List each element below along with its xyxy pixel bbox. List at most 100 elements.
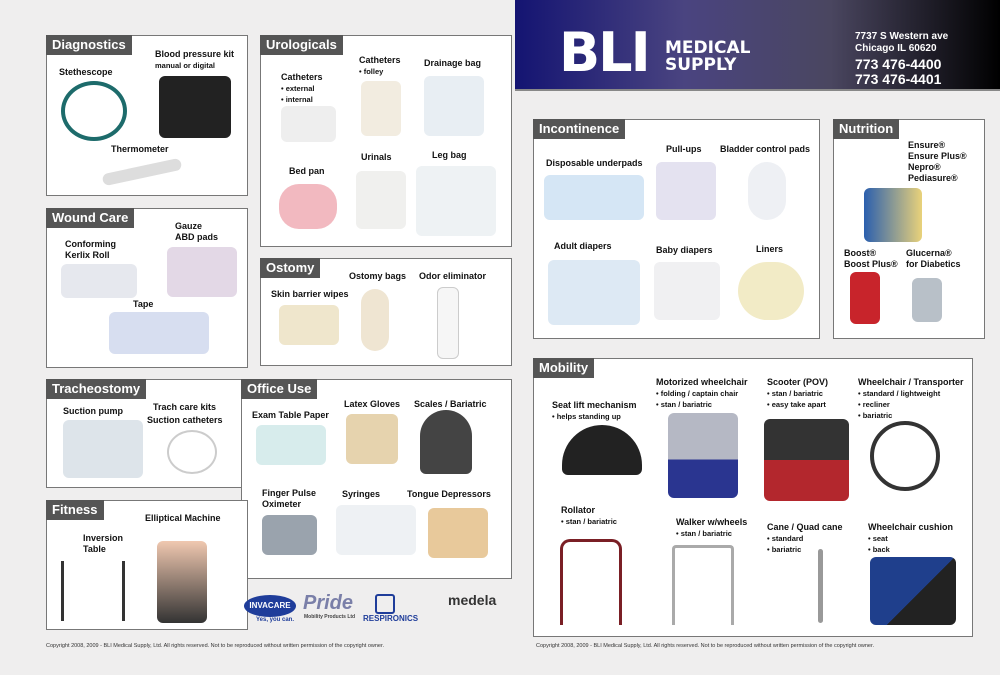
boost-image xyxy=(850,272,880,324)
inversion-table-image xyxy=(61,561,125,621)
gloves-image xyxy=(346,414,398,464)
brand-sub2: SUPPLY xyxy=(665,55,737,75)
item-bullet: • stan / bariatric xyxy=(676,529,732,538)
item-label: Stethescope xyxy=(59,67,113,77)
item-label: Walker w/wheels • stan / bariatric xyxy=(676,517,747,539)
walker-image xyxy=(672,545,734,625)
thermometer-image xyxy=(101,157,183,187)
folley-catheter-image xyxy=(361,81,401,136)
pride-logo: Pride xyxy=(303,592,354,614)
item-name: Rollator xyxy=(561,505,596,515)
bp-kit-image xyxy=(159,76,231,138)
suction-catheter-image xyxy=(167,430,217,474)
exam-paper-image xyxy=(256,425,326,465)
ostomy-panel: Ostomy Skin barrier wipes Ostomy bags Od… xyxy=(260,258,512,366)
tongue-depressors-image xyxy=(428,508,488,558)
liners-image xyxy=(738,262,804,320)
address-line1: 7737 S Western ave xyxy=(855,31,949,42)
seat-lift-image xyxy=(562,425,642,475)
item-sub: manual or digital xyxy=(155,61,216,70)
item-label: Wheelchair cushion• seat• back xyxy=(868,522,953,555)
item-label: Syringes xyxy=(342,489,381,499)
item-name: Blood pressure kit xyxy=(155,49,235,59)
drainage-bag-image xyxy=(424,76,484,136)
item-label: Leg bag xyxy=(432,150,467,160)
item-name: Scooter (POV) xyxy=(767,377,829,387)
diagnostics-panel: Diagnostics Stethescope Blood pressure k… xyxy=(46,35,248,196)
item-bullet: • stan / bariatric xyxy=(656,400,712,409)
item-name: Table xyxy=(83,544,106,554)
item-bullet: • easy take apart xyxy=(767,400,826,409)
item-label: Trach care kits xyxy=(153,402,217,412)
item-label: Suction pump xyxy=(63,406,123,416)
item-label: Boost®Boost Plus® xyxy=(844,248,898,270)
item-label: Thermometer xyxy=(111,144,169,154)
copyright-left: Copyright 2008, 2009 - BLI Medical Suppl… xyxy=(46,643,385,649)
item-bullet: • internal xyxy=(281,95,313,104)
leg-bag-image xyxy=(416,166,496,236)
item-label: Drainage bag xyxy=(424,58,482,68)
section-title: Diagnostics xyxy=(46,35,132,55)
item-label: Bed pan xyxy=(289,166,325,176)
item-name: Finger Pulse xyxy=(262,488,317,498)
phone2: 773 476-4401 xyxy=(855,71,942,87)
motorized-wheelchair-image xyxy=(668,413,738,498)
item-label: Odor eliminator xyxy=(419,271,487,281)
address-line2: Chicago IL 60620 xyxy=(855,43,937,54)
respironics-icon xyxy=(375,594,395,614)
item-name: Inversion xyxy=(83,533,124,543)
item-bullet: • standard / lightweight xyxy=(858,389,941,398)
kerlix-roll-image xyxy=(61,264,137,298)
item-name: Walker w/wheels xyxy=(676,517,748,527)
item-label: Glucerna®for Diabetics xyxy=(906,248,961,270)
item-label: Latex Gloves xyxy=(344,399,401,409)
item-name: Gauze xyxy=(175,221,203,231)
item-name: Ensure Plus® xyxy=(908,151,967,161)
scale-image xyxy=(420,410,472,474)
item-name: Motorized wheelchair xyxy=(656,377,748,387)
scooter-image xyxy=(764,419,849,501)
mobility-panel: Mobility Seat lift mechanism• helps stan… xyxy=(533,358,973,637)
tape-image xyxy=(109,312,209,354)
item-bullet: • stan / bariatric xyxy=(561,517,617,526)
item-name: Seat lift mechanism xyxy=(552,400,637,410)
medela-logo: medela xyxy=(448,592,497,608)
brand-logo: BLI xyxy=(559,21,651,84)
section-title: Tracheostomy xyxy=(46,379,147,399)
item-label: Disposable underpads xyxy=(546,158,643,168)
item-label: Seat lift mechanism• helps standing up xyxy=(552,400,637,422)
item-label: Ensure®Ensure Plus®Nepro®Pediasure® xyxy=(908,140,967,184)
item-name: Conforming xyxy=(65,239,116,249)
item-bullet: • bariatric xyxy=(858,411,893,420)
pride-tagline: Mobility Products Ltd xyxy=(304,614,356,620)
section-title: Incontinence xyxy=(533,119,626,139)
item-label: Wheelchair / Transporter• standard / lig… xyxy=(858,377,964,421)
item-label: Catheters• folley xyxy=(359,55,401,77)
wheelchair-image xyxy=(870,421,940,491)
item-name: Nepro® xyxy=(908,162,941,172)
pull-ups-image xyxy=(656,162,716,220)
oximeter-image xyxy=(262,515,317,555)
section-title: Fitness xyxy=(46,500,104,520)
item-label: Exam Table Paper xyxy=(252,410,329,420)
odor-eliminator-image xyxy=(437,287,459,359)
item-name: Pediasure® xyxy=(908,173,958,183)
contact-info: 7737 S Western ave Chicago IL 60620 773 … xyxy=(855,31,948,87)
underpads-image xyxy=(544,175,644,220)
respironics-logo: RESPIRONICS xyxy=(363,614,419,623)
item-label: Cane / Quad cane• standard• bariatric xyxy=(767,522,843,555)
item-name: Ensure® xyxy=(908,140,946,150)
section-title: Urologicals xyxy=(260,35,343,55)
elliptical-machine-image xyxy=(157,541,207,623)
item-label: Urinals xyxy=(361,152,392,162)
cushion-image xyxy=(870,557,956,625)
tracheostomy-panel: Tracheostomy Suction pump Trach care kit… xyxy=(46,379,248,488)
item-name: ABD pads xyxy=(175,232,219,242)
item-name: Catheters xyxy=(281,72,323,82)
